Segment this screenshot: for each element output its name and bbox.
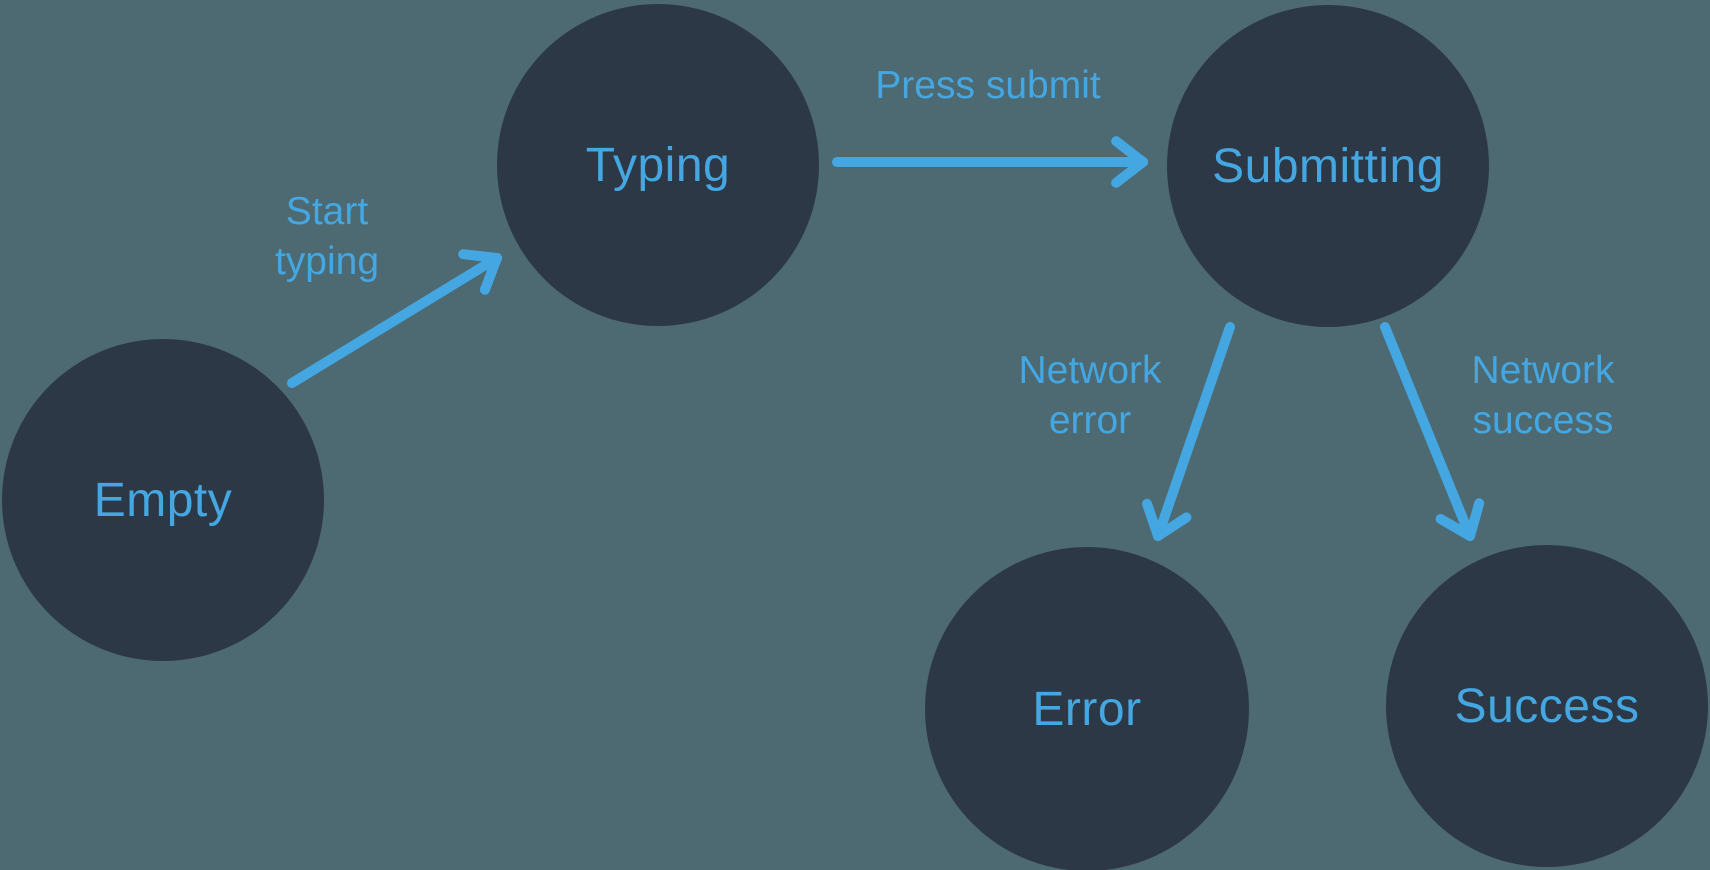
edge-label-network-success: Network success [1471, 349, 1615, 442]
node-empty: Empty [2, 339, 324, 661]
node-error: Error [925, 547, 1249, 870]
edge-label-network-error: Network error [1018, 349, 1162, 442]
edge-label-press-submit: Press submit [875, 64, 1101, 107]
node-label-empty: Empty [93, 473, 233, 527]
node-typing: Typing [497, 4, 819, 326]
node-label-submitting: Submitting [1212, 139, 1444, 193]
edge-label-start-typing: Start typing [274, 190, 380, 283]
node-success: Success [1386, 545, 1708, 867]
node-submitting: Submitting [1167, 5, 1489, 327]
edge-press-submit [832, 136, 1148, 188]
node-label-error: Error [1032, 682, 1142, 736]
node-label-typing: Typing [585, 138, 731, 192]
edge-network-success [1380, 322, 1485, 541]
node-label-success: Success [1454, 679, 1640, 733]
